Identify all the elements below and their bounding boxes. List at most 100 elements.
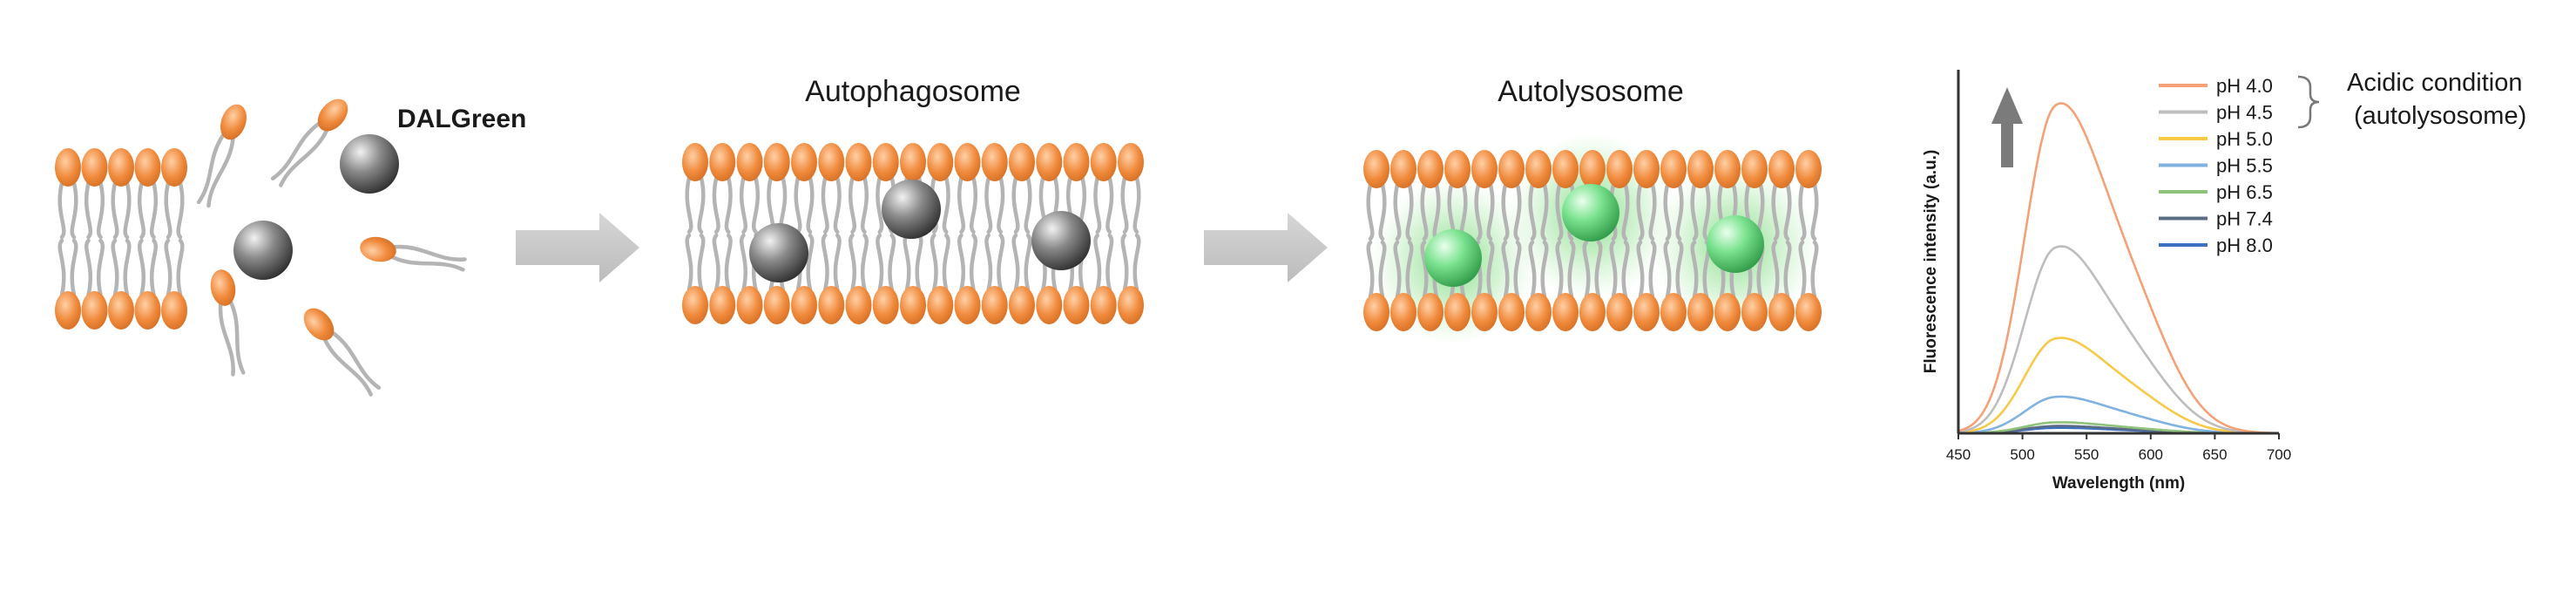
lipid-head: [1795, 293, 1822, 331]
lipid-head: [1768, 150, 1795, 188]
lipid-head: [872, 286, 899, 324]
lipid-head: [317, 99, 348, 132]
lipid-head: [763, 286, 790, 324]
lipid-pair: [981, 143, 1008, 324]
legend-label: pH 4.5: [2216, 102, 2273, 124]
lipid-head: [55, 148, 81, 187]
acidic-annotation-line2: (autolysosome): [2354, 102, 2526, 130]
lipid-head: [1063, 286, 1090, 324]
y-axis-title: Fluorescence intensity (a.u.): [1922, 150, 1940, 374]
free-lipid-group: [196, 99, 467, 397]
lipid-head: [1498, 150, 1525, 188]
lipid-head: [1444, 150, 1471, 188]
lipid-head: [1090, 143, 1117, 181]
series-line: [1957, 102, 2280, 435]
lipid-head: [1660, 293, 1687, 331]
lipid-head: [1118, 286, 1144, 324]
x-axis-title: Wavelength (nm): [2052, 474, 2185, 493]
legend-label: pH 5.0: [2216, 128, 2273, 150]
free-lipid: [303, 308, 382, 397]
legend-entry: pH 7.4: [2159, 208, 2273, 230]
probe-label: DALGreen: [397, 105, 526, 133]
lipid-pair: [954, 143, 981, 324]
free-lipid: [210, 269, 246, 377]
lipid-head: [1741, 293, 1768, 331]
legend-entry: pH 4.0: [2159, 75, 2273, 97]
lipid-head: [1417, 150, 1444, 188]
lipid-pair: [108, 148, 134, 330]
lipid-head: [134, 291, 161, 330]
lipid-head: [1390, 293, 1416, 331]
probe-free: [340, 134, 399, 194]
increase-arrow-icon: [1991, 87, 2023, 167]
autophagosome-label: Autophagosome: [805, 75, 1021, 108]
lipid-head: [210, 269, 236, 306]
lipid-head: [1687, 293, 1714, 331]
lipid-pair: [1498, 150, 1525, 331]
lipid-head: [682, 286, 708, 324]
lipid-head: [1009, 143, 1035, 181]
lipid-head: [981, 286, 1008, 324]
acidic-annotation-line1: Acidic condition: [2347, 69, 2523, 97]
lipid-head: [134, 148, 161, 187]
lipid-head: [1741, 150, 1768, 188]
lipid-head: [1768, 293, 1795, 331]
lipid-head: [1579, 150, 1606, 188]
lipid-head: [1714, 293, 1741, 331]
lipid-head: [927, 143, 954, 181]
lipid-head: [1444, 293, 1471, 331]
process-arrow-1: [516, 213, 639, 282]
autolysosome-label: Autolysosome: [1498, 75, 1684, 108]
legend-label: pH 8.0: [2216, 235, 2273, 256]
x-tick-label: 500: [2010, 446, 2034, 463]
lipid-head: [1036, 143, 1063, 181]
lipid-head: [845, 286, 872, 324]
membrane-autophagosome: [682, 143, 1144, 324]
lipid-pair: [709, 143, 736, 324]
lipid-pair: [1525, 150, 1552, 331]
lipid-head: [1090, 286, 1117, 324]
lipid-head: [900, 143, 926, 181]
lipid-head: [900, 286, 926, 324]
lipid-pair: [1444, 150, 1471, 331]
probe-embedded-2: [882, 180, 941, 239]
x-tick-label: 650: [2202, 446, 2227, 463]
lipid-head: [1390, 150, 1416, 188]
lipid-pair: [682, 143, 708, 324]
lipid-head: [1118, 143, 1144, 181]
lipid-head: [1363, 293, 1389, 331]
lipid-head: [736, 143, 763, 181]
lipid-pair: [1090, 143, 1117, 324]
lipid-pair: [845, 143, 872, 324]
lipid-head: [791, 143, 817, 181]
free-lipid: [360, 236, 467, 272]
lipid-head: [1525, 293, 1552, 331]
lipid-head: [1471, 150, 1498, 188]
probe-embedded-1: [749, 223, 808, 282]
lipid-pair: [1118, 143, 1144, 324]
lipid-pair: [1795, 150, 1822, 331]
lipid-head: [709, 143, 736, 181]
legend-label: pH 4.0: [2216, 75, 2273, 97]
acidic-bracket: [2297, 75, 2320, 129]
lipid-head: [1552, 293, 1579, 331]
lipid-head: [1687, 150, 1714, 188]
lipid-head: [55, 291, 81, 330]
probe-embedded-3: [1031, 211, 1091, 270]
lipid-pair: [81, 148, 108, 330]
lipid-pair: [1660, 150, 1687, 331]
lipid-head: [161, 148, 187, 187]
lipid-pair: [1633, 150, 1660, 331]
lipid-pair: [818, 143, 845, 324]
legend-entry: pH 5.5: [2159, 155, 2273, 177]
lipid-head: [763, 143, 790, 181]
lipid-head: [981, 143, 1008, 181]
legend-label: pH 5.5: [2216, 155, 2273, 177]
lipid-head: [818, 286, 845, 324]
lipid-head: [81, 291, 108, 330]
series-line: [1957, 245, 2279, 435]
x-tick-label: 700: [2267, 446, 2291, 463]
lipid-head: [1036, 286, 1063, 324]
